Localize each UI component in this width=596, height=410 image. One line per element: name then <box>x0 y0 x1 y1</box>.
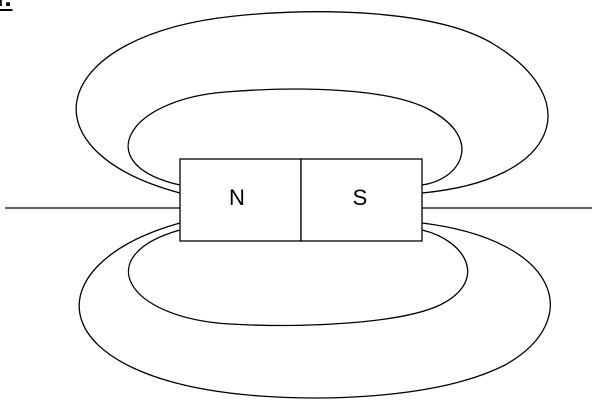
north-pole-label: N <box>229 185 245 210</box>
magnet-south-half <box>300 158 423 242</box>
lower-outer-field-line <box>78 222 551 399</box>
upper-outer-field-line <box>75 11 549 194</box>
cut-off-heading: n: <box>0 0 12 11</box>
magnet-north-half <box>179 158 302 242</box>
upper-inner-field-line <box>127 88 463 186</box>
south-pole-label: S <box>353 185 368 210</box>
lower-inner-field-line <box>127 229 469 327</box>
